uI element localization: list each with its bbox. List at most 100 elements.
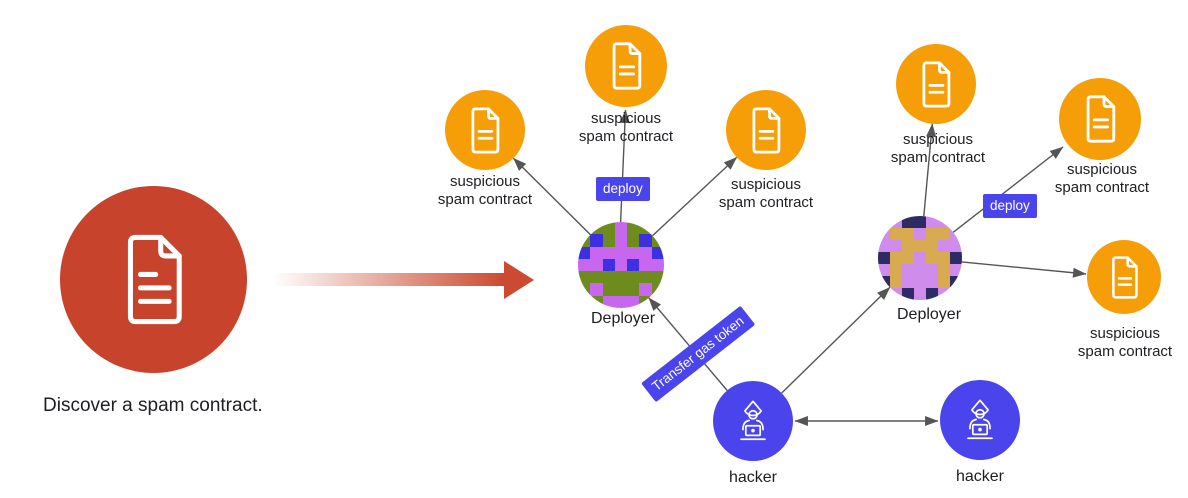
identicon-cell bbox=[639, 271, 652, 284]
identicon-cell bbox=[950, 240, 962, 252]
contract-node-3 bbox=[726, 90, 806, 170]
identicon-cell bbox=[651, 258, 664, 272]
deployer1-label: Deployer bbox=[590, 310, 656, 327]
identicon-cell bbox=[639, 283, 652, 296]
hacker-laptop-icon bbox=[967, 399, 993, 440]
identicon-cell bbox=[602, 258, 615, 272]
identicon-cell bbox=[614, 234, 628, 247]
identicon-cell bbox=[938, 252, 950, 264]
contract-label-4: suspicious spam contract bbox=[890, 131, 986, 166]
identicon-cell bbox=[926, 228, 938, 240]
identicon-cell bbox=[639, 234, 652, 247]
contract-node-2 bbox=[585, 25, 667, 107]
identicon-cell bbox=[890, 264, 902, 276]
identicon-cell bbox=[902, 228, 914, 240]
discover-caption: Discover a spam contract. bbox=[43, 395, 263, 416]
identicon-cell bbox=[614, 258, 628, 272]
identicon-cell bbox=[890, 240, 902, 252]
identicon-cell bbox=[926, 240, 938, 252]
identicon-cell bbox=[651, 271, 664, 284]
contract-node-4 bbox=[896, 44, 976, 124]
deploy-badge-1: deploy bbox=[596, 177, 650, 201]
edge-deployer2-contract6 bbox=[961, 261, 1087, 278]
identicon-cell bbox=[938, 228, 950, 240]
edge-hacker1-deployer1 bbox=[648, 297, 728, 391]
identicon-cell bbox=[878, 252, 890, 264]
identicon-cell bbox=[902, 240, 914, 252]
deployer1-avatar bbox=[578, 222, 664, 308]
edge-hacker1-deployer2 bbox=[781, 286, 891, 394]
contract-label-3: suspicious spam contract bbox=[718, 176, 814, 211]
identicon-cell bbox=[614, 283, 628, 296]
identicon-cell bbox=[614, 222, 628, 235]
identicon-cell bbox=[902, 264, 914, 276]
identicon-cell bbox=[614, 271, 628, 284]
contract-label-6: suspicious spam contract bbox=[1077, 325, 1173, 360]
identicon-cell bbox=[602, 246, 615, 259]
hacker-laptop-icon bbox=[740, 400, 766, 441]
identicon-cell bbox=[578, 258, 591, 272]
identicon-cell bbox=[914, 288, 926, 300]
identicon-cell bbox=[926, 288, 938, 300]
document-icon bbox=[471, 107, 500, 153]
contract-label-2: suspicious spam contract bbox=[578, 110, 674, 145]
edge-deployer1-contract1 bbox=[512, 157, 591, 236]
contract-node-1 bbox=[445, 90, 525, 170]
identicon-cell bbox=[902, 276, 914, 288]
identicon-cell bbox=[627, 271, 640, 284]
identicon-cell bbox=[902, 216, 914, 228]
identicon-cell bbox=[627, 222, 640, 235]
identicon-cell bbox=[902, 252, 914, 264]
identicon-cell bbox=[878, 264, 890, 276]
document-icon bbox=[1111, 255, 1138, 299]
contract-node-5 bbox=[1059, 78, 1141, 160]
identicon-cell bbox=[914, 276, 926, 288]
flow-arrow-shaft bbox=[273, 273, 504, 286]
identicon-cell bbox=[938, 264, 950, 276]
identicon-cell bbox=[938, 276, 950, 288]
identicon-cell bbox=[602, 234, 615, 247]
identicon-cell bbox=[651, 246, 664, 259]
identicon-cell bbox=[627, 246, 640, 259]
identicon-cell bbox=[914, 228, 926, 240]
identicon-cell bbox=[590, 258, 603, 272]
identicon-cell bbox=[602, 271, 615, 284]
identicon-cell bbox=[890, 228, 902, 240]
deploy-badge-2: deploy bbox=[983, 194, 1037, 218]
identicon-cell bbox=[590, 234, 603, 247]
edge-deployer1-contract3 bbox=[652, 156, 738, 237]
document-icon bbox=[922, 61, 951, 107]
document-icon bbox=[127, 234, 182, 325]
identicon-cell bbox=[639, 258, 652, 272]
identicon-cell bbox=[614, 295, 628, 308]
identicon-cell bbox=[950, 252, 962, 264]
identicon-cell bbox=[602, 283, 615, 296]
document-icon bbox=[752, 107, 781, 153]
identicon-cell bbox=[926, 276, 938, 288]
flow-arrow-head-icon bbox=[504, 261, 534, 299]
identicon-cell bbox=[602, 222, 615, 235]
identicon-cell bbox=[950, 264, 962, 276]
identicon-cell bbox=[602, 295, 615, 308]
identicon-cell bbox=[627, 258, 640, 272]
identicon-cell bbox=[578, 246, 591, 259]
identicon-cell bbox=[914, 216, 926, 228]
contract-label-1: suspicious spam contract bbox=[437, 173, 533, 208]
edge-deployer1-contract2 bbox=[619, 109, 630, 223]
identicon-cell bbox=[938, 240, 950, 252]
identicon-cell bbox=[914, 252, 926, 264]
hacker1-label: hacker bbox=[728, 469, 778, 486]
document-icon bbox=[1086, 95, 1115, 143]
hacker1-node bbox=[713, 381, 793, 461]
identicon-cell bbox=[878, 240, 890, 252]
discover-contract-node bbox=[60, 186, 247, 373]
identicon-cell bbox=[590, 246, 603, 259]
identicon-cell bbox=[890, 276, 902, 288]
edge-deployer2-contract4 bbox=[923, 123, 937, 217]
identicon-cell bbox=[890, 252, 902, 264]
contract-node-6 bbox=[1087, 240, 1161, 314]
identicon-cell bbox=[639, 246, 652, 259]
deployer2-label: Deployer bbox=[896, 306, 962, 323]
